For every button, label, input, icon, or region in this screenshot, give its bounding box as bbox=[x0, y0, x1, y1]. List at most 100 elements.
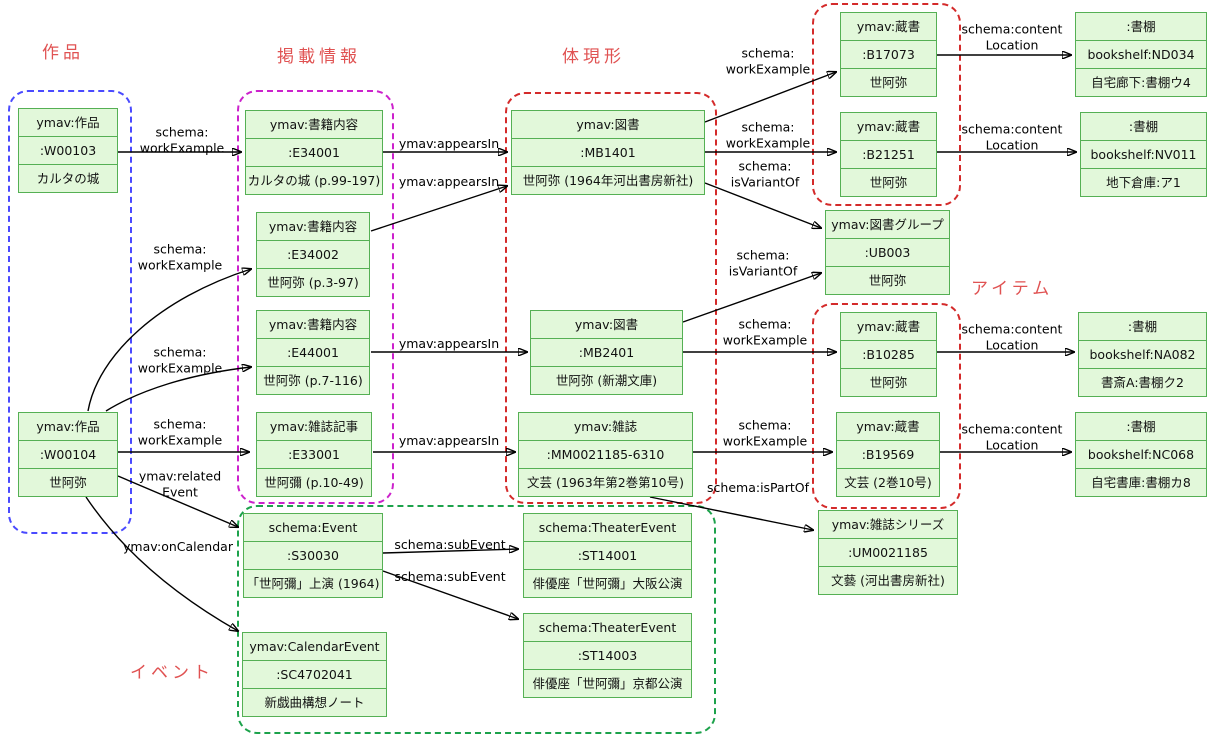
node-e34002-type: ymav:書籍内容 bbox=[268, 219, 358, 234]
node-e44001-label: 世阿弥 (p.7-116) bbox=[257, 366, 369, 394]
node-st14001: schema:TheaterEvent :ST14001 俳優座「世阿彌」大阪公… bbox=[523, 513, 692, 598]
node-st14003: schema:TheaterEvent :ST14003 俳優座「世阿彌」京都公… bbox=[523, 613, 692, 698]
node-nv011-label: 地下倉庫:ア1 bbox=[1081, 168, 1206, 196]
node-e44001: ymav:書籍内容 :E44001 世阿弥 (p.7-116) bbox=[256, 310, 370, 395]
node-e34002-label: 世阿弥 (p.3-97) bbox=[257, 268, 369, 296]
node-mb1401-id: :MB1401 bbox=[512, 138, 704, 166]
node-mb2401-label: 世阿弥 (新潮文庫) bbox=[531, 366, 682, 394]
section-title-item: アイテム bbox=[971, 279, 1054, 299]
node-nd034-label: 自宅廊下:書棚ウ4 bbox=[1076, 68, 1206, 96]
node-st14003-label: 俳優座「世阿彌」京都公演 bbox=[524, 669, 691, 697]
node-e34001-type: ymav:書籍内容 bbox=[269, 117, 359, 132]
node-na082: :書棚 bookshelf:NA082 書斎A:書棚ク2 bbox=[1078, 312, 1207, 397]
node-b10285-type: ymav:蔵書 bbox=[856, 319, 921, 334]
node-mb2401: ymav:図書 :MB2401 世阿弥 (新潮文庫) bbox=[530, 310, 683, 395]
edge-label-e34002-mb1401: ymav:appearsIn bbox=[398, 174, 500, 190]
edge-label-w104-e34002: schema: workExample bbox=[137, 241, 223, 272]
node-w00104: ymav:作品 :W00104 世阿弥 bbox=[18, 412, 118, 497]
node-um0021185-type: ymav:雑誌シリーズ bbox=[831, 517, 945, 532]
section-title-event: イベント bbox=[130, 663, 214, 683]
node-e44001-id: :E44001 bbox=[257, 338, 369, 366]
node-w00103: ymav:作品 :W00103 カルタの城 bbox=[18, 108, 118, 193]
node-st14001-label: 俳優座「世阿彌」大阪公演 bbox=[524, 569, 691, 597]
edge-label-b19569-nc068: schema:content Location bbox=[961, 421, 1063, 452]
node-e34001-id: :E34001 bbox=[246, 138, 382, 166]
node-st14003-type: schema:TheaterEvent bbox=[538, 620, 677, 635]
edge-label-mb2401-b10285: schema: workExample bbox=[722, 316, 808, 347]
node-e44001-type: ymav:書籍内容 bbox=[268, 317, 358, 332]
node-sc4702041: ymav:CalendarEvent :SC4702041 新戯曲構想ノート bbox=[242, 632, 387, 717]
node-mb1401-label: 世阿弥 (1964年河出書房新社) bbox=[512, 166, 704, 194]
edge-label-mb1401-b17073: schema: workExample bbox=[725, 45, 811, 76]
node-e34002: ymav:書籍内容 :E34002 世阿弥 (p.3-97) bbox=[256, 212, 370, 297]
node-w00104-label: 世阿弥 bbox=[19, 468, 117, 496]
node-b10285-label: 世阿弥 bbox=[841, 368, 936, 396]
edge-label-mm-b19569: schema: workExample bbox=[722, 417, 808, 448]
node-e33001-label: 世阿彌 (p.10-49) bbox=[257, 468, 371, 496]
edge-label-s30030-st14003: schema:subEvent bbox=[394, 569, 506, 585]
node-b17073-label: 世阿弥 bbox=[841, 68, 936, 96]
node-nd034-id: bookshelf:ND034 bbox=[1076, 40, 1206, 68]
node-nc068: :書棚 bookshelf:NC068 自宅書庫:書棚カ8 bbox=[1075, 412, 1207, 497]
node-nv011-type: :書棚 bbox=[1128, 119, 1159, 134]
edge-label-e34001-mb1401: ymav:appearsIn bbox=[398, 136, 500, 152]
node-b10285: ymav:蔵書 :B10285 世阿弥 bbox=[840, 312, 937, 397]
node-nc068-label: 自宅書庫:書棚カ8 bbox=[1076, 468, 1206, 496]
edge-label-w103-e34001: schema: workExample bbox=[139, 124, 225, 155]
node-e34002-id: :E34002 bbox=[257, 240, 369, 268]
node-sc4702041-label: 新戯曲構想ノート bbox=[243, 688, 386, 716]
edge-mb1401-ub003 bbox=[704, 182, 821, 228]
node-b19569: ymav:蔵書 :B19569 文芸 (2巻10号) bbox=[836, 412, 940, 497]
node-e33001-id: :E33001 bbox=[257, 440, 371, 468]
edge-label-w104-sc: ymav:onCalendar bbox=[123, 539, 233, 555]
node-b19569-type: ymav:蔵書 bbox=[856, 419, 920, 434]
node-mm0021185-6310-label: 文芸 (1963年第2巻第10号) bbox=[519, 468, 692, 496]
node-st14003-id: :ST14003 bbox=[524, 641, 691, 669]
node-b19569-label: 文芸 (2巻10号) bbox=[837, 468, 939, 496]
node-e33001-type: ymav:雑誌記事 bbox=[269, 419, 359, 434]
node-ub003-type: ymav:図書グループ bbox=[831, 217, 944, 232]
node-w00103-id: :W00103 bbox=[19, 136, 117, 164]
edge-label-mb2401-ub003: schema: isVariantOf bbox=[728, 247, 798, 278]
node-ub003: ymav:図書グループ :UB003 世阿弥 bbox=[825, 210, 950, 295]
node-s30030: schema:Event :S30030 「世阿彌」上演 (1964) bbox=[243, 513, 383, 598]
node-b21251-type: ymav:蔵書 bbox=[856, 119, 921, 134]
edge-label-e44001-mb2401: ymav:appearsIn bbox=[398, 336, 500, 352]
node-na082-type: :書棚 bbox=[1127, 319, 1158, 334]
node-ub003-id: :UB003 bbox=[826, 238, 949, 266]
node-b21251: ymav:蔵書 :B21251 世阿弥 bbox=[840, 112, 937, 197]
section-title-publication: 掲載情報 bbox=[277, 47, 361, 67]
node-mb1401-type: ymav:図書 bbox=[576, 117, 640, 132]
node-nc068-id: bookshelf:NC068 bbox=[1076, 440, 1206, 468]
node-nv011-id: bookshelf:NV011 bbox=[1081, 140, 1206, 168]
node-w00103-type: ymav:作品 bbox=[36, 115, 100, 130]
node-e34001-label: カルタの城 (p.99-197) bbox=[246, 166, 382, 194]
edge-label-e33001-mm: ymav:appearsIn bbox=[398, 433, 500, 449]
node-w00103-label: カルタの城 bbox=[19, 164, 117, 192]
node-b21251-label: 世阿弥 bbox=[841, 168, 936, 196]
node-nd034-type: :書棚 bbox=[1126, 19, 1156, 34]
node-sc4702041-id: :SC4702041 bbox=[243, 660, 386, 688]
node-sc4702041-type: ymav:CalendarEvent bbox=[249, 639, 380, 654]
node-b17073-id: :B17073 bbox=[841, 40, 936, 68]
edge-label-w104-e44001: schema: workExample bbox=[137, 344, 223, 375]
edge-label-mm-um: schema:isPartOf bbox=[707, 480, 809, 496]
edge-label-b17073-nd034: schema:content Location bbox=[961, 21, 1063, 52]
node-s30030-type: schema:Event bbox=[268, 520, 358, 535]
node-st14001-type: schema:TheaterEvent bbox=[538, 520, 677, 535]
node-w00104-id: :W00104 bbox=[19, 440, 117, 468]
node-b19569-id: :B19569 bbox=[837, 440, 939, 468]
node-um0021185-label: 文藝 (河出書房新社) bbox=[819, 566, 957, 594]
node-mb2401-id: :MB2401 bbox=[531, 338, 682, 366]
node-b21251-id: :B21251 bbox=[841, 140, 936, 168]
node-s30030-label: 「世阿彌」上演 (1964) bbox=[244, 569, 382, 597]
node-b10285-id: :B10285 bbox=[841, 340, 936, 368]
node-st14001-id: :ST14001 bbox=[524, 541, 691, 569]
node-nd034: :書棚 bookshelf:ND034 自宅廊下:書棚ウ4 bbox=[1075, 12, 1207, 97]
node-mm0021185-6310-id: :MM0021185-6310 bbox=[519, 440, 692, 468]
node-e33001: ymav:雑誌記事 :E33001 世阿彌 (p.10-49) bbox=[256, 412, 372, 497]
node-um0021185: ymav:雑誌シリーズ :UM0021185 文藝 (河出書房新社) bbox=[818, 510, 958, 595]
node-w00104-type: ymav:作品 bbox=[36, 419, 100, 434]
node-mm0021185-6310-type: ymav:雑誌 bbox=[573, 419, 638, 434]
